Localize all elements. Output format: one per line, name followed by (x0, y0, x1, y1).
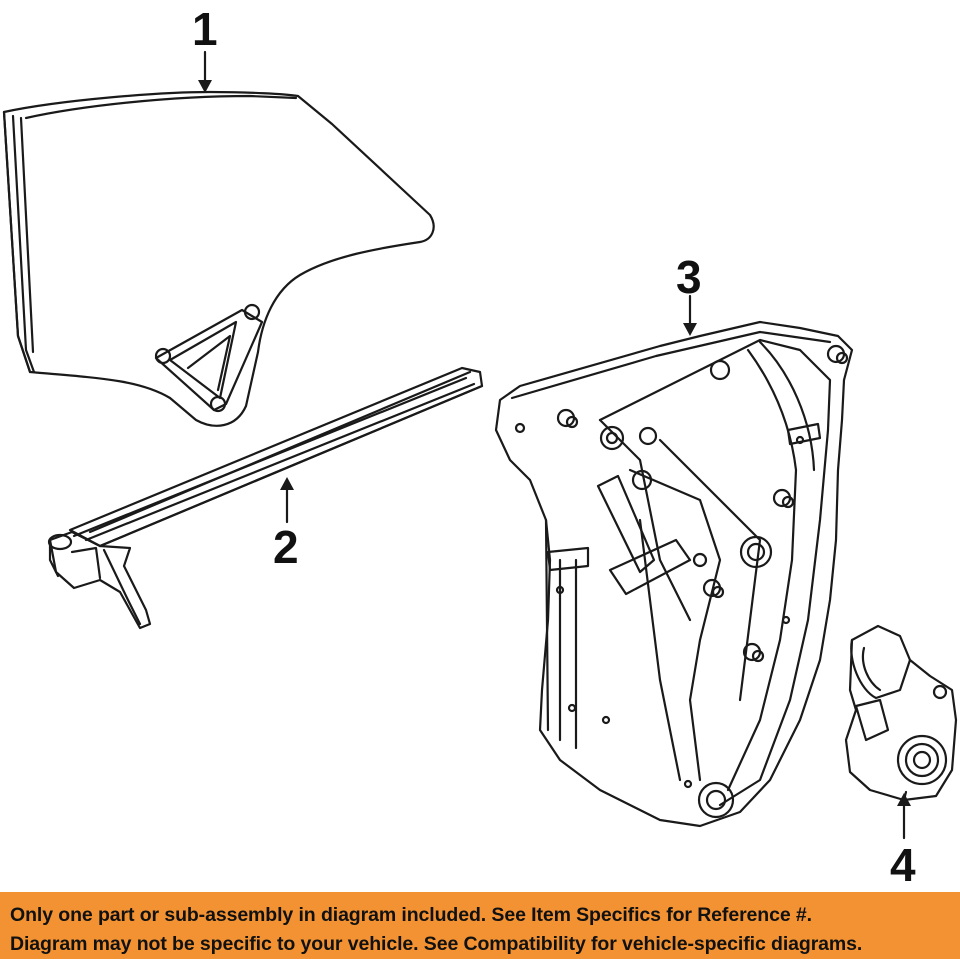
callout-number-2: 2 (273, 521, 299, 573)
window-channel-part (47, 366, 484, 630)
door-glass-part (2, 90, 435, 427)
callout-number-3: 3 (676, 251, 702, 303)
window-motor-part (844, 624, 958, 802)
callout-number-4: 4 (890, 839, 916, 891)
callout-number-1: 1 (192, 3, 218, 55)
arrow-3-head (683, 323, 697, 336)
disclaimer-banner: Only one part or sub-assembly in diagram… (0, 892, 960, 959)
disclaimer-line-1: Only one part or sub-assembly in diagram… (10, 904, 812, 926)
parts-diagram (2, 50, 958, 840)
window-regulator-part (494, 320, 854, 828)
arrow-4-head (897, 793, 911, 806)
disclaimer-line-2: Diagram may not be specific to your vehi… (10, 933, 863, 955)
arrow-2-head (280, 477, 294, 490)
arrow-1-head (198, 80, 212, 93)
